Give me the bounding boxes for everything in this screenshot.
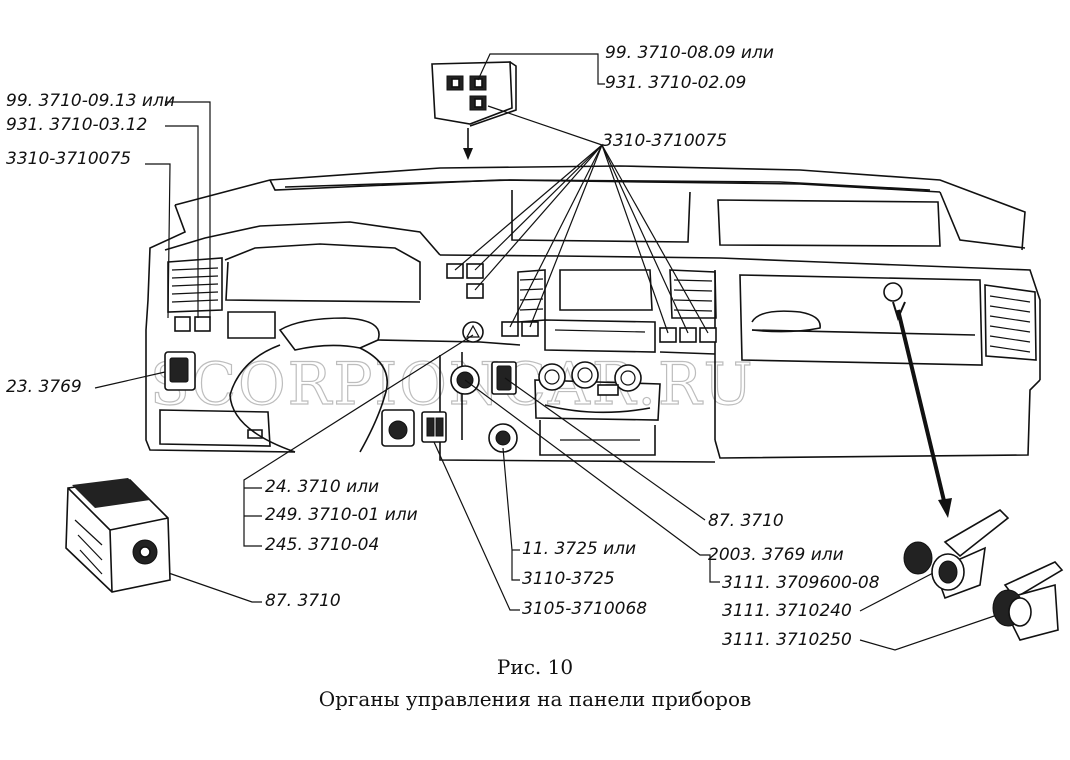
label-bottom-left-4: 87. 3710 xyxy=(265,591,341,611)
top-inset-switch-block xyxy=(431,61,517,160)
label-bottom-left-3: 245. 3710-04 xyxy=(265,535,379,555)
label-bottom-mid-1: 11. 3725 или xyxy=(522,539,636,559)
label-bottom-mid-2: 3110-3725 xyxy=(522,569,615,589)
label-center-top: 3310-3710075 xyxy=(602,131,727,151)
label-bottom-left-1: 24. 3710 или xyxy=(265,477,379,497)
leader-lines xyxy=(94,53,1001,651)
label-bottom-left-2: 249. 3710-01 или xyxy=(265,505,418,525)
label-right-1: 87. 3710 xyxy=(708,511,784,531)
light-switch-module xyxy=(65,478,171,593)
label-bottom-mid-3: 3105-3710068 xyxy=(522,599,647,619)
figure-caption: Рис. 10 Органы управления на панели приб… xyxy=(319,655,752,711)
caption-figure-number: Рис. 10 xyxy=(497,655,573,679)
label-top-right-1: 99. 3710-08.09 или xyxy=(605,43,774,63)
label-right-2: 2003. 3769 или xyxy=(708,545,844,565)
lamp-3111-3710250 xyxy=(992,561,1064,641)
label-left-mid: 23. 3769 xyxy=(6,377,82,397)
caption-title: Органы управления на панели приборов xyxy=(319,687,752,711)
label-left-3: 3310-3710075 xyxy=(6,149,131,169)
label-right-3: 3111. 3709600-08 xyxy=(722,573,880,593)
panel-switches xyxy=(164,263,717,453)
lamp-3111-3710240 xyxy=(903,508,1010,600)
label-left-2: 931. 3710-03.12 xyxy=(6,115,147,135)
label-right-4: 3111. 3710240 xyxy=(722,601,852,621)
label-right-5: 3111. 3710250 xyxy=(722,630,852,650)
label-left-1: 99. 3710-09.13 или xyxy=(6,91,175,111)
dashboard-panel xyxy=(145,165,1041,463)
part-labels: 99. 3710-08.09 или 931. 3710-02.09 3310-… xyxy=(6,43,880,650)
label-top-right-2: 931. 3710-02.09 xyxy=(605,73,746,93)
